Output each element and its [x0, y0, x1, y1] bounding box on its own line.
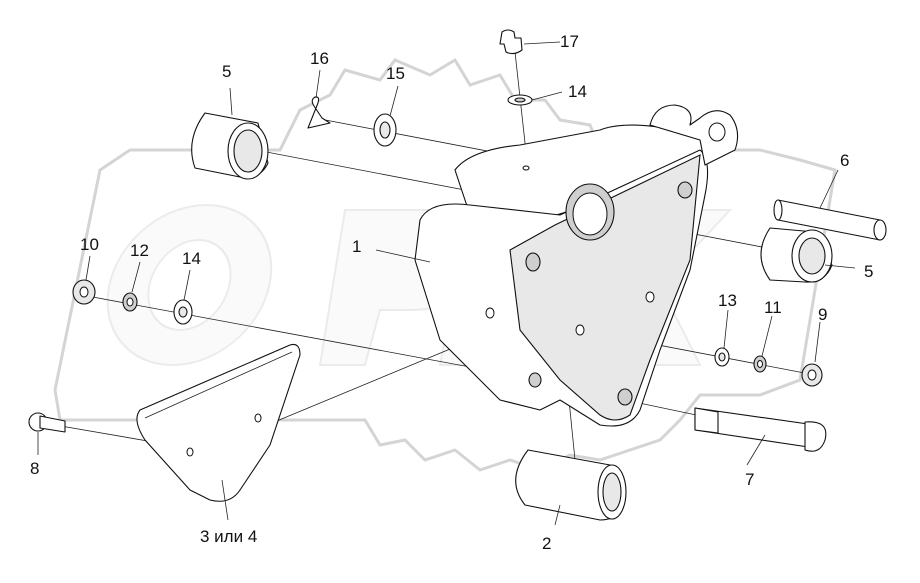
label-part-13: 13 [718, 291, 737, 310]
label-part-14-top: 14 [568, 82, 587, 101]
washer-part-14-top-hole [514, 97, 526, 103]
cotter-pin-part-16 [307, 96, 331, 129]
washer-part-12-hole [126, 297, 134, 307]
bracket-inner-plate [509, 154, 701, 421]
bracket-hole-b [485, 307, 495, 319]
leader-line [221, 479, 229, 521]
bracket-hole-e [677, 181, 693, 199]
leader-line [523, 41, 561, 45]
bushing-5-left-bore [233, 129, 263, 173]
pin-6-end [873, 219, 887, 241]
label-part-8: 8 [30, 459, 39, 478]
label-part-2: 2 [542, 534, 551, 553]
bracket-hole-f [528, 372, 542, 388]
bracket-hole-d [645, 291, 655, 303]
leader-line [761, 315, 773, 357]
bracket-hole-c [575, 324, 585, 336]
bracket-hole-a [525, 252, 541, 272]
side-plate-edge [144, 351, 293, 419]
leader-line [131, 261, 141, 293]
cotter-pin-16 [307, 96, 331, 129]
label-part-11: 11 [764, 298, 782, 317]
leader-line [746, 434, 766, 466]
label-part-6: 6 [840, 151, 849, 170]
leader-line [375, 249, 431, 263]
washer-part-15-hole [379, 121, 391, 139]
bracket-grease-hole [522, 165, 530, 171]
grease-fitting-17 [499, 29, 523, 55]
label-part-3-4: 3 или 4 [200, 527, 257, 546]
bushing-part-5-left [191, 112, 269, 180]
bracket-ears [649, 104, 739, 166]
leader-line [814, 321, 821, 363]
watermark-letter-o-inner [147, 239, 232, 331]
bracket-hole-g [617, 388, 633, 406]
pin-7-head [804, 421, 827, 452]
washer-part-13-hole [718, 352, 726, 362]
bolt-8-shank [39, 415, 66, 433]
pin-6-start [773, 199, 783, 221]
label-part-7: 7 [745, 470, 754, 489]
bolt-part-8 [28, 412, 66, 433]
side-plate [136, 343, 301, 502]
part-labels: 1 2 3 или 4 5 5 6 7 8 9 10 11 12 13 14 1… [30, 32, 873, 553]
leader-line [389, 85, 399, 117]
bracket-ear-hole [708, 122, 726, 142]
side-plate-part-3-4 [136, 343, 301, 502]
side-plate-hole-top [254, 413, 262, 423]
pin-part-6 [773, 199, 887, 241]
bracket-part-1 [414, 104, 739, 427]
label-part-1: 1 [352, 237, 361, 256]
label-part-12: 12 [130, 241, 149, 260]
label-part-14-left: 14 [182, 249, 201, 268]
label-part-15: 15 [386, 64, 405, 83]
leader-line [315, 69, 321, 99]
leader-line [554, 504, 561, 526]
leader-lines [37, 41, 856, 526]
label-part-10: 10 [80, 235, 99, 254]
washer-part-14-left-hole [178, 306, 188, 318]
leader-line [531, 91, 563, 101]
pin-part-7 [694, 407, 827, 452]
side-plate-hole-low [186, 447, 194, 457]
nut-part-10-hole [79, 286, 89, 298]
grease-fitting-part-17 [499, 29, 523, 55]
label-part-5-left: 5 [222, 62, 231, 81]
leader-line [723, 309, 729, 349]
pin-7-tip [694, 407, 719, 434]
washer-part-11-hole [757, 360, 763, 368]
leader-line [85, 255, 91, 281]
bushing-part-2 [515, 449, 627, 521]
nut-part-9-hole [807, 369, 817, 381]
bushing-5-right-bore [798, 237, 826, 275]
bushing-part-5-right [760, 227, 833, 283]
label-part-5-right: 5 [864, 262, 873, 281]
leader-line [183, 269, 191, 301]
label-part-9: 9 [818, 305, 827, 324]
leader-line [819, 169, 839, 209]
leader-line [824, 264, 856, 269]
bracket-tube-hole-inner [572, 192, 608, 236]
bushing-2-bore [602, 472, 622, 512]
leader-line [229, 87, 233, 116]
axis-bolt-rear [81, 294, 541, 381]
label-part-16: 16 [310, 49, 329, 68]
label-part-17: 17 [560, 32, 579, 51]
fasteners [72, 94, 823, 387]
